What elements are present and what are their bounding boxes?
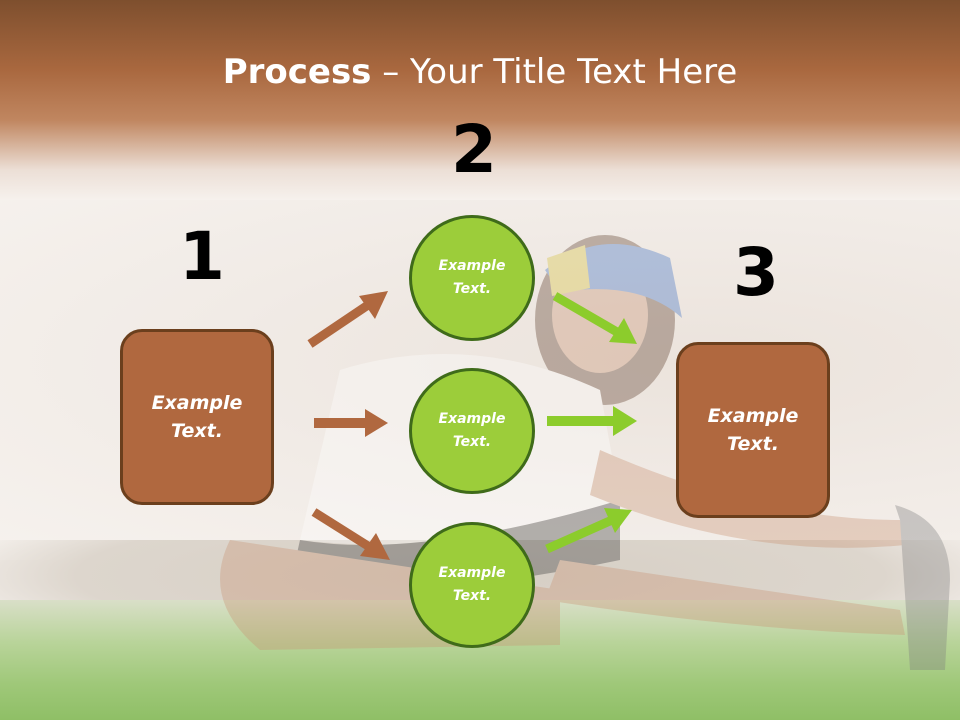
title-rest: – Your Title Text Here bbox=[371, 52, 738, 92]
circle-bottom-line2: Text. bbox=[452, 588, 492, 604]
right-process-box: Example Text. bbox=[676, 342, 830, 518]
process-circle-bottom: Example Text. bbox=[409, 522, 535, 648]
circle-top-line2: Text. bbox=[452, 281, 492, 297]
step-number-1: 1 bbox=[179, 218, 225, 295]
circle-middle-line1: Example bbox=[438, 410, 506, 427]
circle-middle-line2: Text. bbox=[452, 434, 492, 450]
background-sky-band bbox=[0, 0, 960, 200]
step-number-3: 3 bbox=[733, 234, 779, 311]
step-number-2: 2 bbox=[451, 111, 497, 188]
process-circle-top: Example Text. bbox=[409, 215, 535, 341]
title-bold: Process bbox=[222, 52, 372, 92]
right-box-line2: Text. bbox=[727, 433, 779, 455]
left-box-line1: Example bbox=[151, 391, 243, 414]
slide-title: Process – Your Title Text Here bbox=[0, 52, 960, 92]
right-box-line1: Example bbox=[707, 404, 799, 427]
left-box-line2: Text. bbox=[171, 420, 223, 442]
process-circle-middle: Example Text. bbox=[409, 368, 535, 494]
circle-bottom-line1: Example bbox=[438, 564, 506, 581]
left-process-box: Example Text. bbox=[120, 329, 274, 505]
circle-top-line1: Example bbox=[438, 257, 506, 274]
